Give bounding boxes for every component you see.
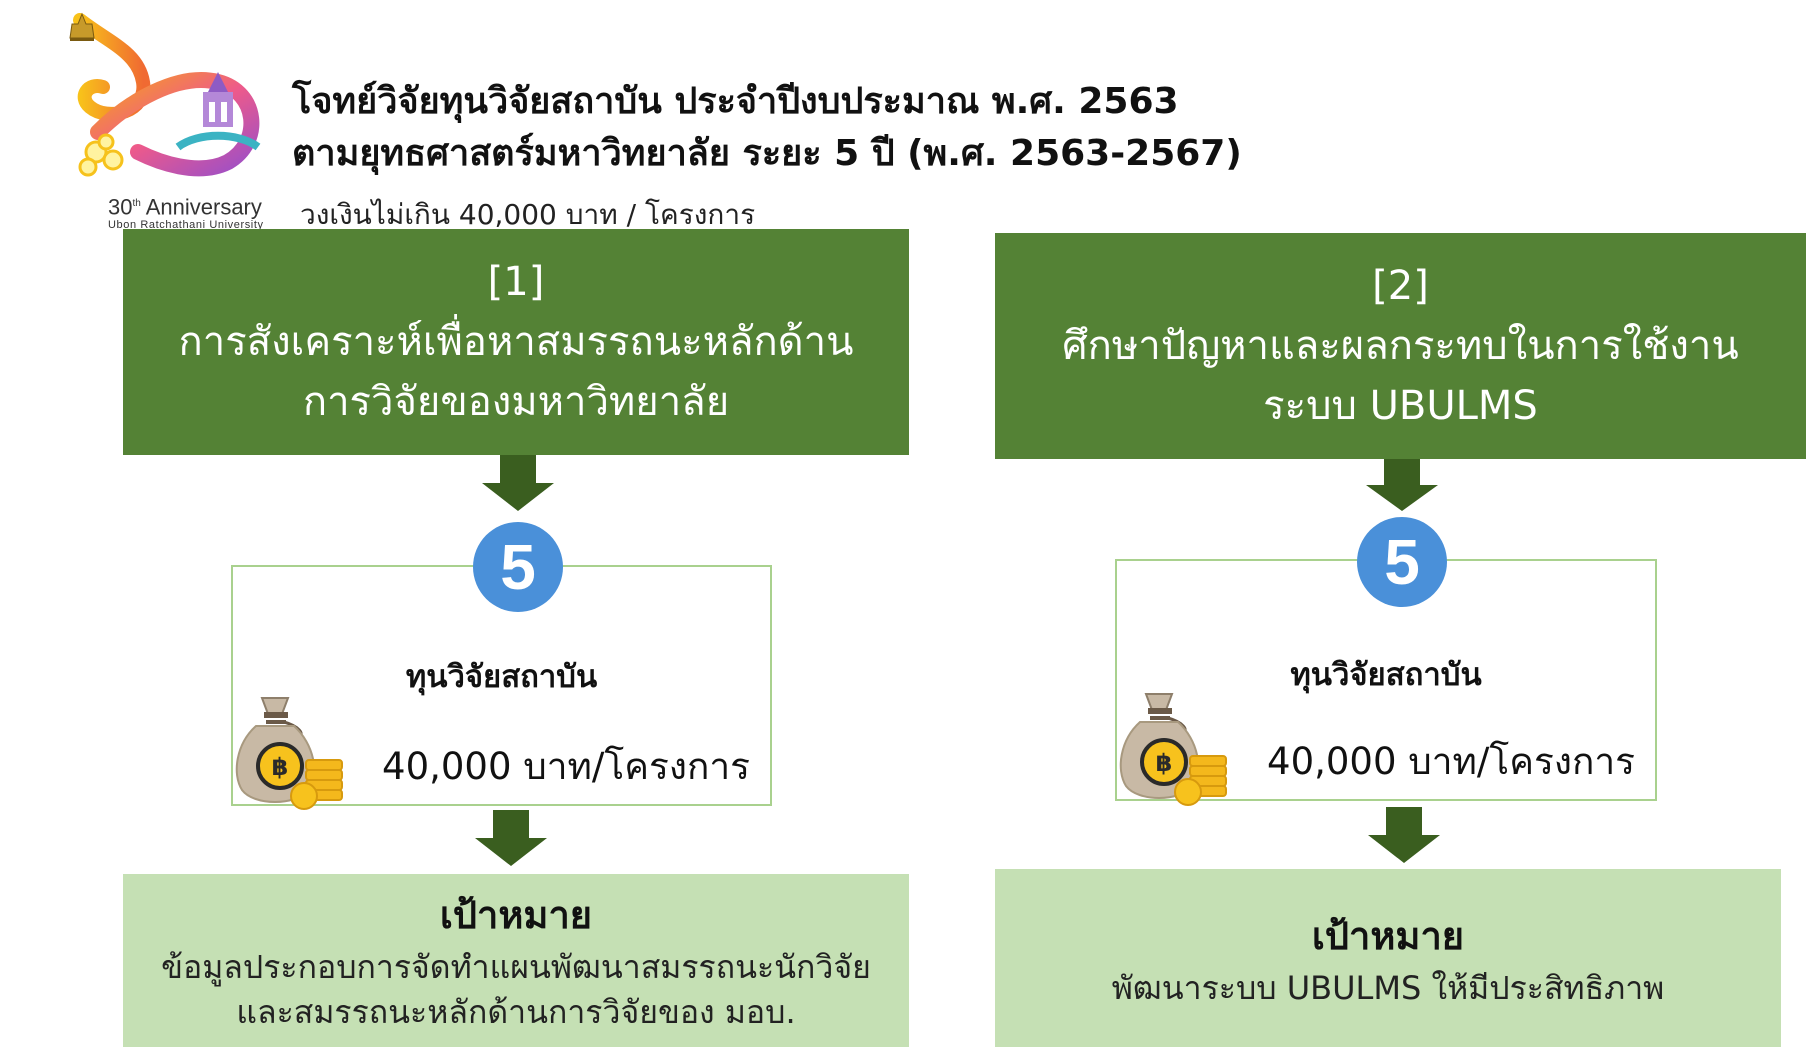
page-title-line-1: โจทย์วิจัยทุนวิจัยสถาบัน ประจำปีงบประมาณ… bbox=[292, 81, 1179, 122]
grant-title: ทุนวิจัยสถาบัน bbox=[1290, 657, 1482, 693]
svg-text:฿: ฿ bbox=[272, 753, 289, 781]
goal-label: เป้าหมาย bbox=[439, 893, 593, 937]
university-name: Ubon Ratchathani University bbox=[108, 219, 264, 232]
goal-text-line-1: ข้อมูลประกอบการจัดทำแผนพัฒนาสมรรถนะนักวิ… bbox=[161, 948, 871, 986]
goal-text-line-2: และสมรรถนะหลักด้านการวิจัยของ มอบ. bbox=[236, 993, 796, 1031]
project-count-badge: 5 bbox=[1357, 517, 1447, 607]
goal-label: เป้าหมาย bbox=[1311, 914, 1465, 958]
anniversary-text: 30th Anniversary bbox=[108, 194, 262, 220]
university-emblem-icon bbox=[69, 12, 95, 41]
topic-title-line-1: การสังเคราะห์เพื่อหาสมรรถนะหลักด้าน bbox=[178, 319, 854, 365]
grant-amount: 40,000 บาท/โครงการ bbox=[382, 745, 750, 788]
money-bag-icon: ฿ bbox=[1119, 693, 1227, 806]
money-bag-icon: ฿ bbox=[235, 697, 343, 810]
grant-title: ทุนวิจัยสถาบัน bbox=[405, 659, 598, 695]
topic-number: [2] bbox=[1372, 263, 1429, 309]
budget-note: วงเงินไม่เกิน 40,000 บาท / โครงการ bbox=[300, 198, 756, 231]
down-arrow-icon bbox=[482, 455, 554, 511]
topic-title-line-2: ระบบ UBULMS bbox=[1263, 383, 1538, 429]
topic-title-line-1: ศึกษาปัญหาและผลกระทบในการใช้งาน bbox=[1062, 323, 1739, 369]
down-arrow-icon bbox=[1366, 459, 1438, 511]
topic-box-2: [2] ศึกษาปัญหาและผลกระทบในการใช้งาน ระบบ… bbox=[995, 233, 1806, 459]
topic-title-line-2: การวิจัยของมหาวิทยาลัย bbox=[302, 379, 730, 425]
logo-caption: 30th Anniversary Ubon Ratchathani Univer… bbox=[108, 192, 283, 232]
goal-box-2: เป้าหมาย พัฒนาระบบ UBULMS ให้มีประสิทธิภ… bbox=[995, 869, 1781, 1047]
topic-number: [1] bbox=[487, 259, 545, 305]
anniversary-logo-icon bbox=[73, 13, 261, 177]
goal-box-1: เป้าหมาย ข้อมูลประกอบการจัดทำแผนพัฒนาสมร… bbox=[123, 874, 909, 1047]
page-title-line-2: ตามยุทธศาสตร์มหาวิทยาลัย ระยะ 5 ปี (พ.ศ.… bbox=[292, 133, 1242, 174]
project-count-badge: 5 bbox=[473, 522, 563, 612]
grant-amount: 40,000 บาท/โครงการ bbox=[1267, 740, 1635, 783]
svg-text:฿: ฿ bbox=[1156, 749, 1173, 777]
goal-text-line-1: พัฒนาระบบ UBULMS ให้มีประสิทธิภาพ bbox=[1111, 969, 1665, 1007]
topic-box-1: [1] การสังเคราะห์เพื่อหาสมรรถนะหลักด้าน … bbox=[123, 229, 909, 455]
down-arrow-icon bbox=[1368, 807, 1440, 863]
down-arrow-icon bbox=[475, 810, 547, 866]
anniversary-logo: 30th Anniversary Ubon Ratchathani Univer… bbox=[68, 12, 278, 231]
